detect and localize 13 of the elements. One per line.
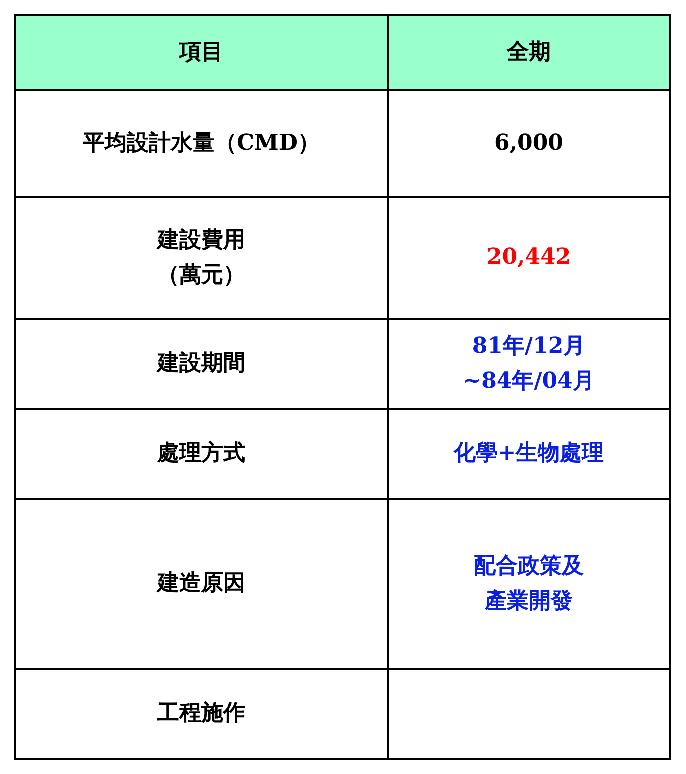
- column-header: 全期: [507, 38, 551, 67]
- table-value: 6,000: [494, 128, 564, 158]
- column-header: 項目: [180, 38, 224, 67]
- row-label: 建設費用（萬元）: [155, 226, 246, 290]
- row-label: 建設期間: [158, 349, 246, 378]
- table-value: 化學+生物處理: [454, 439, 604, 468]
- table-value: 20,442: [486, 243, 572, 272]
- row-label: 工程施作: [158, 699, 246, 728]
- row-label: 建造原因: [158, 569, 246, 598]
- table-value: 81年/12月~84年/04月: [462, 332, 596, 396]
- row-label: 平均設計水量（CMD）: [83, 128, 320, 158]
- table-value: 配合政策及產業開發: [473, 552, 585, 616]
- row-label: 處理方式: [158, 439, 246, 468]
